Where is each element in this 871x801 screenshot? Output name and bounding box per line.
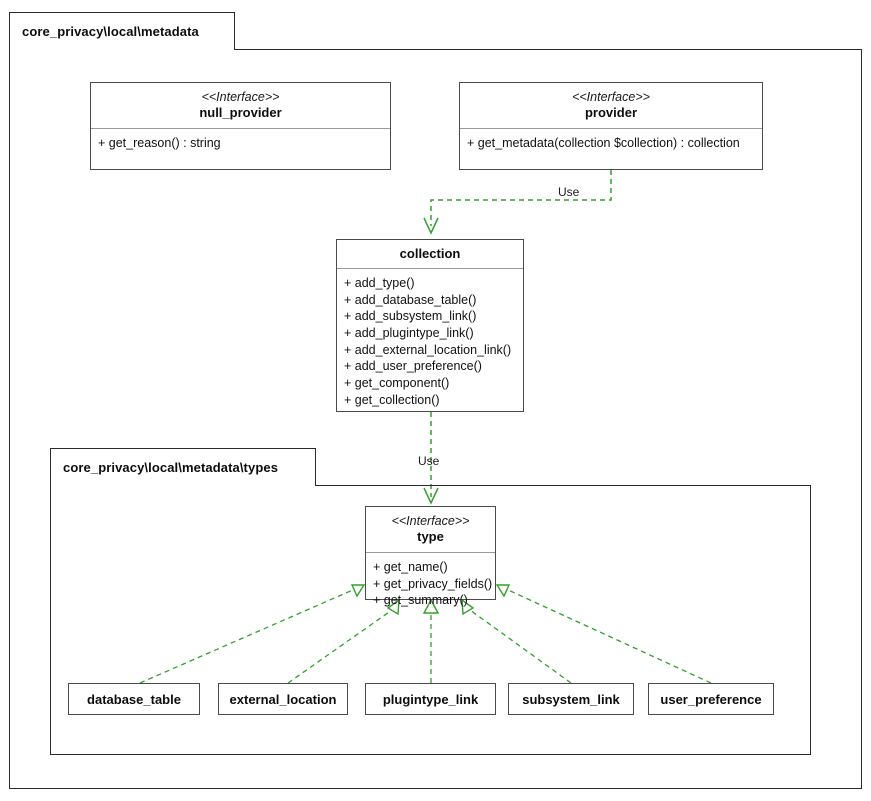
class-box-user-preference[interactable]: user_preference xyxy=(648,683,774,715)
package-frame-core-privacy-local-metadata xyxy=(9,49,862,789)
class-member: + add_user_preference() xyxy=(344,359,482,374)
class-separator xyxy=(460,128,762,130)
package-label: core_privacy\local\metadata\types xyxy=(63,460,279,475)
class-member: + get_metadata(collection $collection) :… xyxy=(467,136,740,151)
class-name: provider xyxy=(584,105,637,121)
class-box-null-provider[interactable]: <<Interface>> null_provider + get_reason… xyxy=(90,82,391,170)
class-member: + add_plugintype_link() xyxy=(344,325,474,340)
class-header: <<Interface>> provider xyxy=(460,83,762,128)
class-member: + get_component() xyxy=(344,375,450,390)
package-label: core_privacy\local\metadata xyxy=(22,24,199,39)
class-stereotype: <<Interface>> xyxy=(201,90,280,104)
edge-label-provider-collection: Use xyxy=(558,185,580,199)
edge-label-collection-type: Use xyxy=(418,454,440,468)
package-frame-core-privacy-local-metadata-types xyxy=(50,485,811,755)
class-name: subsystem_link xyxy=(522,691,620,707)
class-box-plugintype-link[interactable]: plugintype_link xyxy=(365,683,496,715)
class-member: + add_type() xyxy=(344,275,415,290)
class-box-database-table[interactable]: database_table xyxy=(68,683,200,715)
class-member: + get_name() xyxy=(373,560,448,575)
class-box-external-location[interactable]: external_location xyxy=(218,683,348,715)
class-box-collection[interactable]: collection + add_type() + add_database_t… xyxy=(336,239,524,412)
class-separator xyxy=(91,128,390,130)
class-name: database_table xyxy=(87,691,181,707)
class-member: + add_external_location_link() xyxy=(344,342,512,357)
class-stereotype: <<Interface>> xyxy=(391,514,470,528)
class-members: + get_reason() : string xyxy=(91,129,390,160)
class-header: collection xyxy=(337,240,523,268)
class-members: + get_metadata(collection $collection) :… xyxy=(460,129,762,160)
class-box-provider[interactable]: <<Interface>> provider + get_metadata(co… xyxy=(459,82,763,170)
class-name: external_location xyxy=(229,691,337,707)
class-member: + add_database_table() xyxy=(344,292,477,307)
class-members: + add_type() + add_database_table() + ad… xyxy=(337,269,523,417)
class-stereotype: <<Interface>> xyxy=(572,90,650,104)
class-header: <<Interface>> null_provider xyxy=(91,83,390,128)
package-tab-core-privacy-local-metadata: core_privacy\local\metadata xyxy=(9,12,235,50)
class-name: plugintype_link xyxy=(382,691,479,707)
class-header: <<Interface>> type xyxy=(366,507,495,552)
class-members: + get_name() + get_privacy_fields() + ge… xyxy=(366,553,495,617)
class-member: + add_subsystem_link() xyxy=(344,309,477,324)
class-name: collection xyxy=(399,246,461,261)
package-tab-core-privacy-local-metadata-types: core_privacy\local\metadata\types xyxy=(50,448,316,486)
class-name: user_preference xyxy=(660,691,762,707)
class-member: + get_privacy_fields() xyxy=(373,576,493,591)
class-name: type xyxy=(417,529,444,545)
class-separator xyxy=(337,267,523,269)
class-member: + get_summary() xyxy=(373,593,468,608)
class-member: + get_collection() xyxy=(344,392,440,407)
class-name: null_provider xyxy=(199,105,282,121)
class-member: + get_reason() : string xyxy=(98,136,221,151)
class-box-subsystem-link[interactable]: subsystem_link xyxy=(508,683,634,715)
class-box-type[interactable]: <<Interface>> type + get_name() + get_pr… xyxy=(365,506,496,607)
class-separator xyxy=(366,552,495,554)
